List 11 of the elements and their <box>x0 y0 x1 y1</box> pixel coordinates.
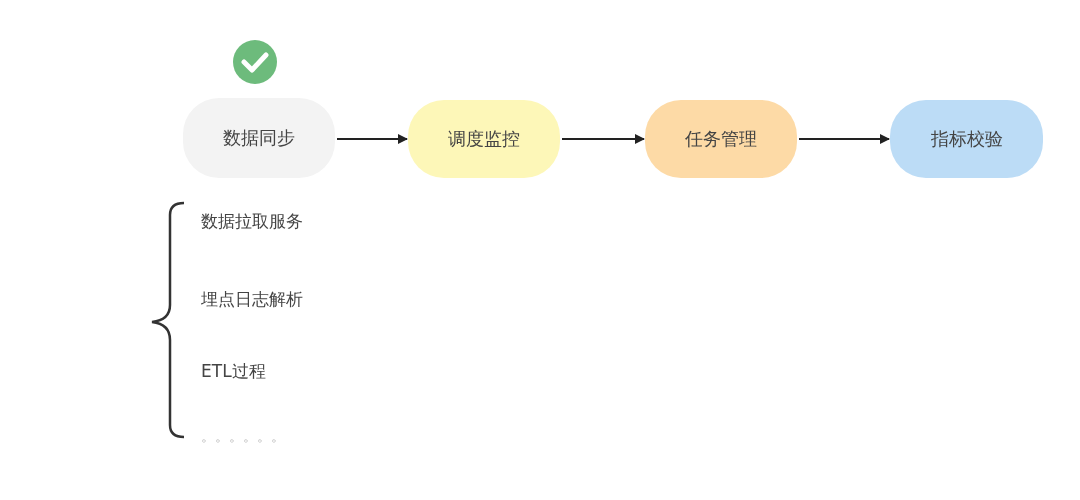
process-box: 指标校验 <box>890 100 1043 178</box>
list-item: 。。。。。。 <box>201 428 285 446</box>
list-item: 埋点日志解析 <box>201 288 303 311</box>
arrow <box>337 134 408 144</box>
list-item: ETL过程 <box>201 360 266 383</box>
process-box: 任务管理 <box>645 100 797 178</box>
process-box: 数据同步 <box>183 98 335 178</box>
arrow <box>562 134 645 144</box>
arrow <box>799 134 890 144</box>
list-item: 数据拉取服务 <box>201 210 303 233</box>
process-box: 调度监控 <box>408 100 560 178</box>
